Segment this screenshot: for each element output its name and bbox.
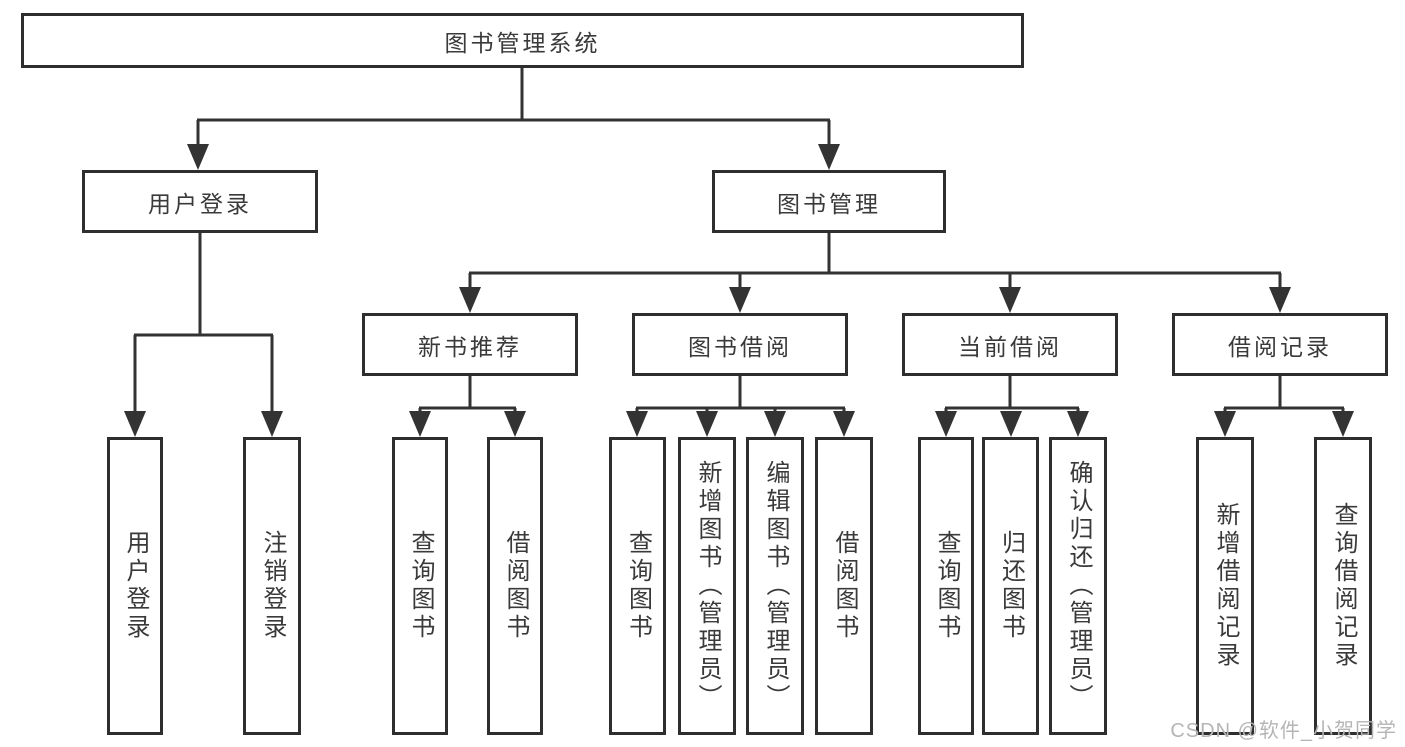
leaf-label: 编辑图书（管理员） xyxy=(762,460,789,712)
leaf-label: 新增借阅记录 xyxy=(1212,502,1239,670)
node-new-book-recommend: 新书推荐 xyxy=(362,313,578,376)
leaf-label: 注销登录 xyxy=(259,530,286,642)
leaf-add-borrow-record: 新增借阅记录 xyxy=(1196,437,1254,735)
leaf-label: 查询图书 xyxy=(624,530,652,642)
node-current-borrowing: 当前借阅 xyxy=(902,313,1118,376)
leaf-logout-login: 注销登录 xyxy=(243,437,301,735)
node-borrowing-records: 借阅记录 xyxy=(1172,313,1388,376)
leaf-add-book-admin: 新增图书（管理员） xyxy=(678,437,736,735)
leaf-label: 查询借阅记录 xyxy=(1330,502,1357,670)
arrowheads xyxy=(124,144,1354,437)
leaf-label: 查询图书 xyxy=(933,530,960,642)
leaf-label: 查询图书 xyxy=(407,530,434,642)
node-user-login: 用户登录 xyxy=(82,170,318,233)
leaf-confirm-return-admin: 确认归还（管理员） xyxy=(1049,437,1107,735)
node-book-borrowing: 图书借阅 xyxy=(632,313,848,376)
leaf-label: 新增图书（管理员） xyxy=(694,460,721,712)
leaf-label: 确认归还（管理员） xyxy=(1065,460,1092,712)
leaf-edit-book-admin: 编辑图书（管理员） xyxy=(746,437,804,735)
leaf-label: 归还图书 xyxy=(997,530,1025,642)
leaf-user-login: 用户登录 xyxy=(107,437,163,735)
node-book-management: 图书管理 xyxy=(712,170,946,233)
leaf-query-books-recommend: 查询图书 xyxy=(392,437,448,735)
leaf-query-borrow-record: 查询借阅记录 xyxy=(1314,437,1372,735)
leaf-query-books-current: 查询图书 xyxy=(918,437,974,735)
leaf-borrow-books-borrow: 借阅图书 xyxy=(815,437,873,735)
leaf-label: 借阅图书 xyxy=(502,530,529,642)
node-root-library-system: 图书管理系统 xyxy=(21,13,1024,68)
leaf-label: 借阅图书 xyxy=(831,530,858,642)
leaf-query-books-borrow: 查询图书 xyxy=(609,437,666,735)
leaf-label: 用户登录 xyxy=(122,530,149,642)
leaf-borrow-books-recommend: 借阅图书 xyxy=(487,437,543,735)
leaf-return-book: 归还图书 xyxy=(982,437,1039,735)
csdn-watermark: CSDN @软件_小贺同学 xyxy=(1170,720,1397,742)
